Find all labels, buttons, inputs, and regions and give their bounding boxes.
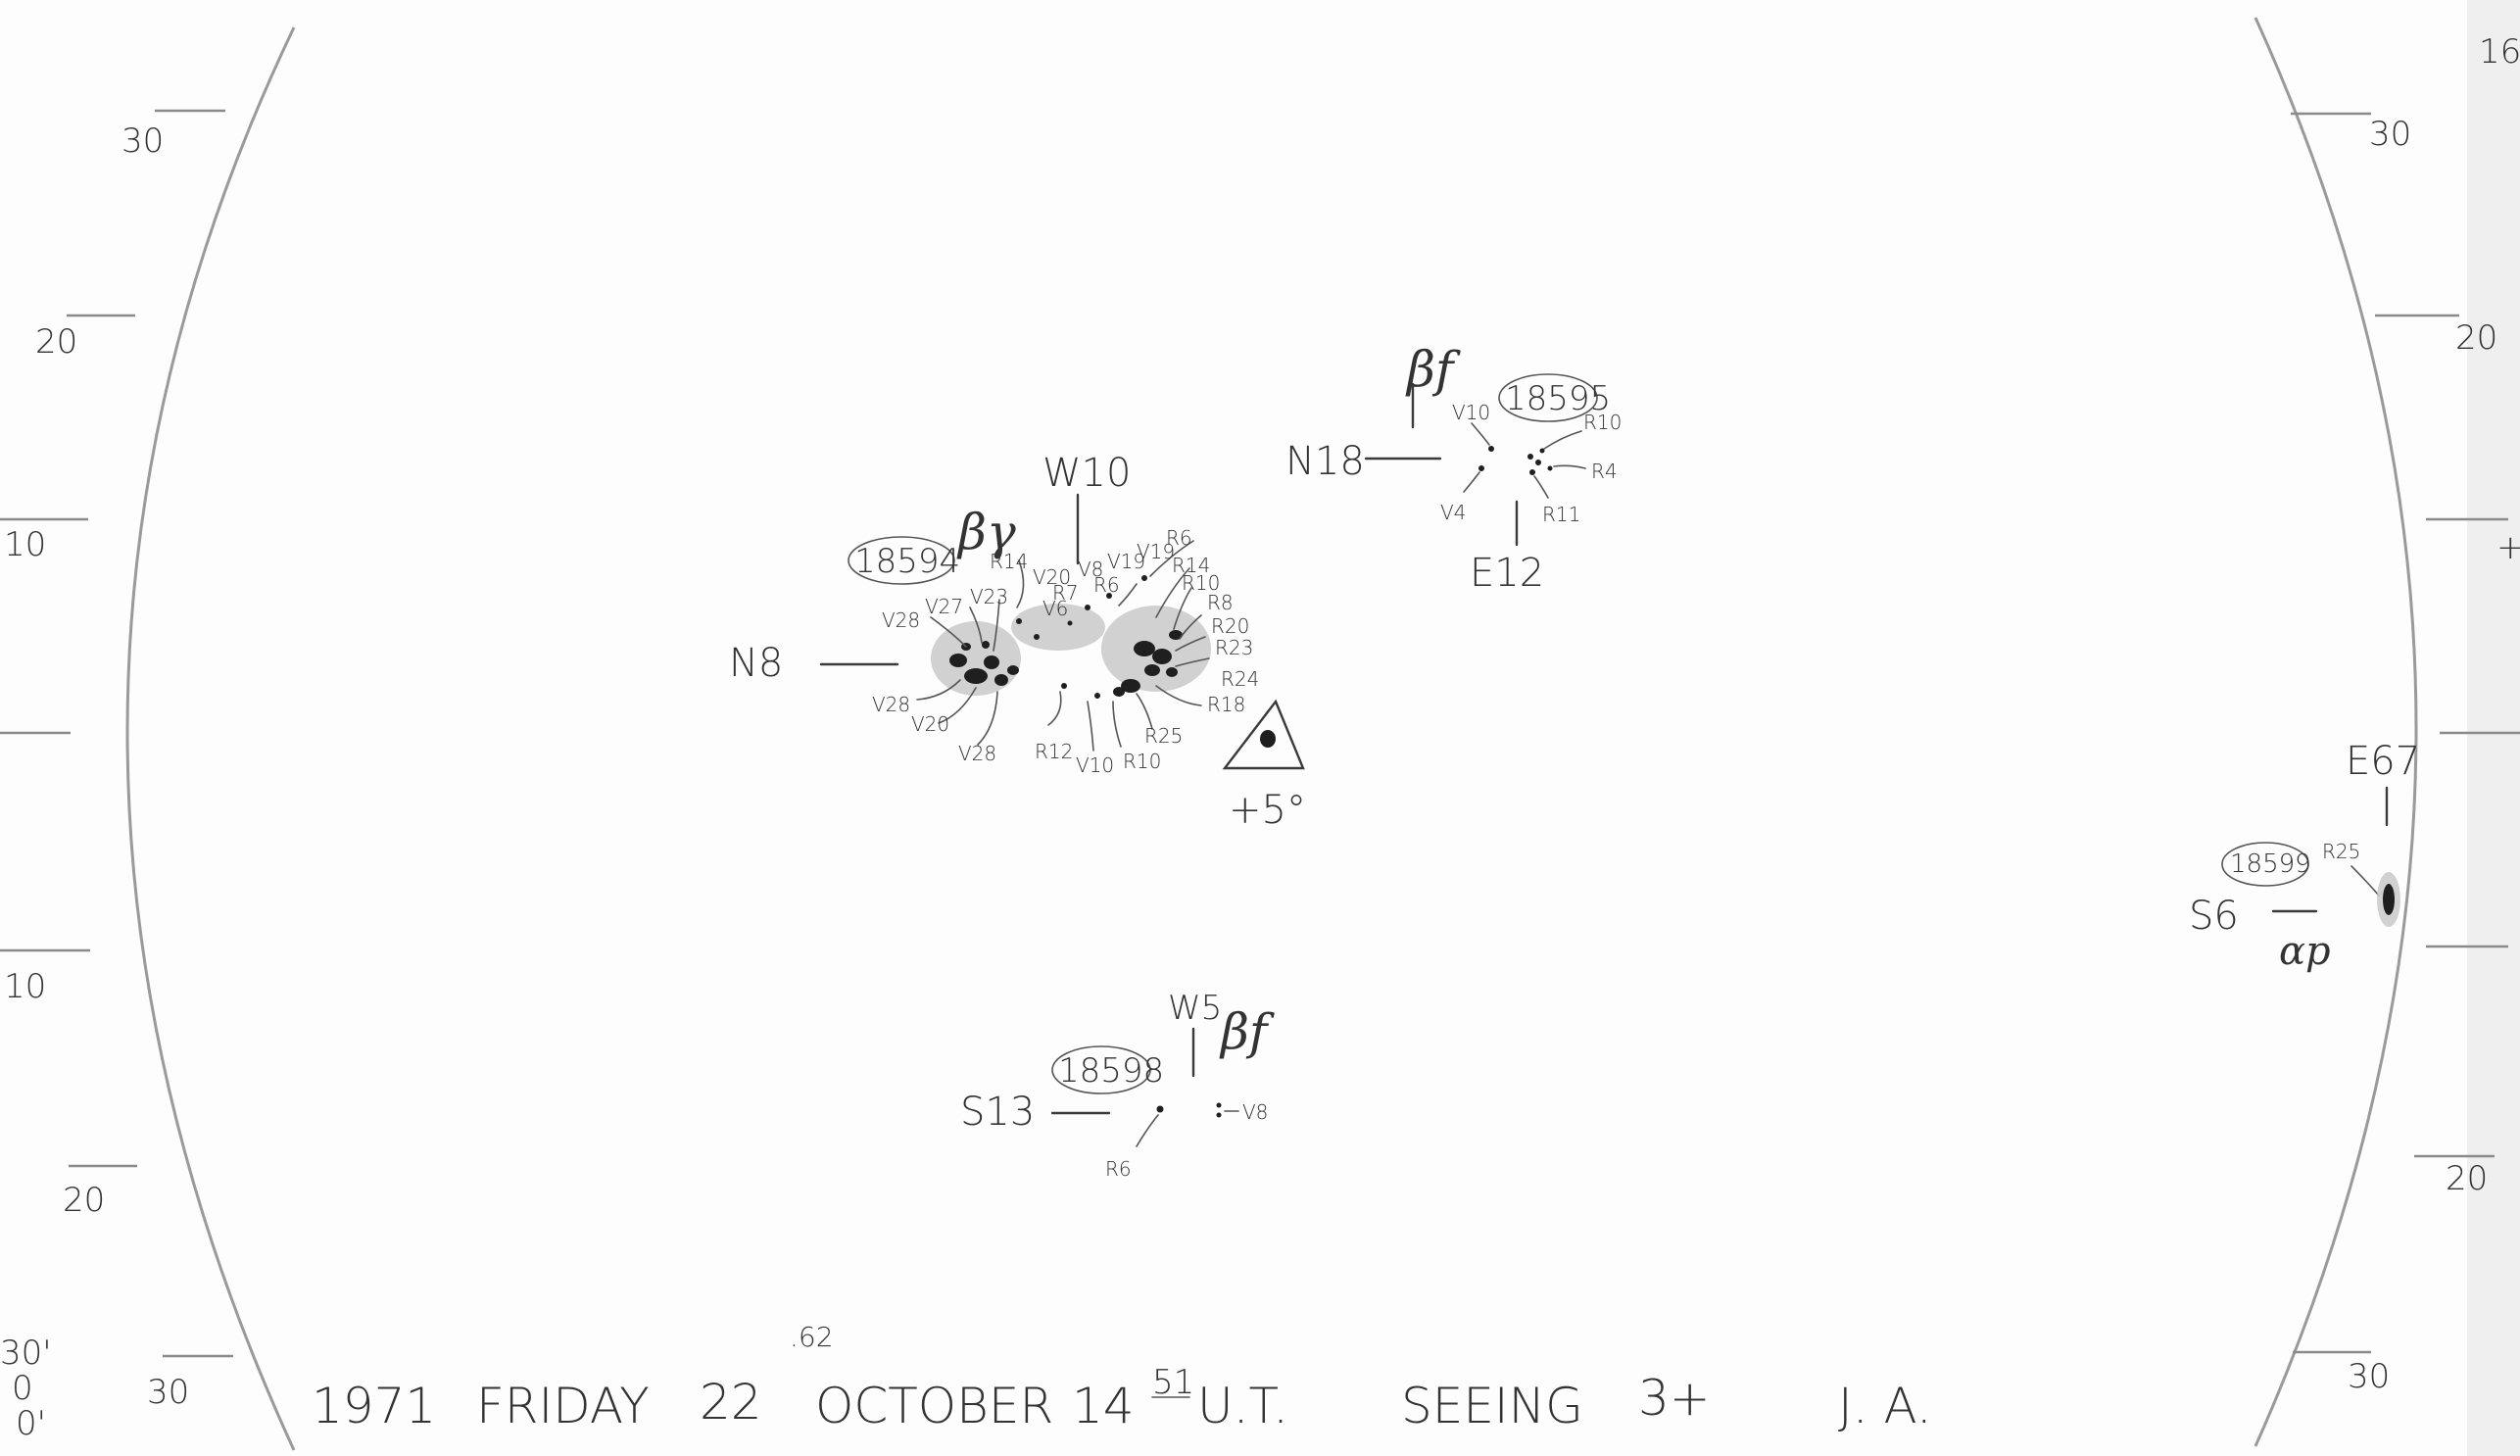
group-number-ring <box>1051 1045 1151 1094</box>
left-scale-label: 20 <box>63 1181 105 1220</box>
group-class: αp <box>2279 929 2331 974</box>
spot-label: R6 <box>1166 526 1192 550</box>
group-number: 18595 <box>1505 379 1611 418</box>
footer-observer: J. A. <box>1838 1378 1932 1434</box>
group-latitude: S6 <box>2189 894 2239 939</box>
left-edge-fragment: 0 <box>12 1369 33 1408</box>
left-edge-fragment: 30' <box>0 1334 52 1373</box>
spot-label: V28 <box>882 608 920 632</box>
spot-label: V19 <box>1137 540 1175 563</box>
group-number: 18598 <box>1058 1051 1164 1091</box>
group-longitude: W5 <box>1168 989 1222 1028</box>
spot-label: V8 <box>1242 1100 1268 1124</box>
spot-label: V28 <box>872 693 910 716</box>
group-longitude: E67 <box>2346 739 2420 784</box>
right-scale-label: 20 <box>2455 318 2497 358</box>
group-longitude: W10 <box>1042 451 1131 496</box>
footer-month: OCTOBER <box>815 1378 1053 1434</box>
group-number: 18599 <box>2230 849 2311 879</box>
spot-label: R10 <box>1182 571 1220 595</box>
left-scale-label: 30 <box>121 121 164 161</box>
group-latitude: N18 <box>1285 439 1365 484</box>
spot-label: V23 <box>970 585 1008 608</box>
spot-label: R20 <box>1211 614 1249 638</box>
footer-day: 22 <box>700 1374 762 1431</box>
spot-label: R4 <box>1591 460 1618 483</box>
right-scale-label: 20 <box>2446 1159 2488 1198</box>
sunspot-group-18598: W5 βf 18598 S13 R6 V8 <box>960 989 1275 1181</box>
footer-year: 1971 <box>312 1378 436 1434</box>
spot-label: V10 <box>1452 401 1490 424</box>
page-edge-shadow <box>2467 0 2520 1456</box>
spot-label: R12 <box>1035 740 1073 763</box>
group-class: βf <box>1405 341 1461 398</box>
left-scale-label: 30 <box>147 1373 189 1412</box>
right-latitude-scale: 30 20 + 20 30 <box>2291 112 2520 1396</box>
spot-label: R7 <box>1052 581 1079 605</box>
left-edge-fragment: 0' <box>16 1404 46 1443</box>
sunspot-group-18595: βf 18595 N18 E12 V10 R10 R4 V4 R11 <box>1285 341 1622 596</box>
group-number-ring <box>848 536 955 585</box>
left-latitude-scale: 30 20 10 10 20 30 30' 0 0' <box>0 109 233 1443</box>
spot-label: R23 <box>1215 636 1253 659</box>
spot-label: V20 <box>1033 565 1071 589</box>
footer-hour: 14 <box>1072 1378 1135 1434</box>
spot-label: V4 <box>1440 501 1466 524</box>
spot-label: V10 <box>1076 753 1114 777</box>
spot-label: R10 <box>1583 411 1622 434</box>
footer-seeing-label: SEEING <box>1401 1378 1583 1434</box>
triangle-annotation: +5° <box>1222 699 1306 833</box>
spot-label: R25 <box>1144 724 1183 748</box>
spot-label: V20 <box>911 712 949 736</box>
footer-seeing-value: 3+ <box>1638 1370 1711 1427</box>
spot-label: V8 <box>1078 558 1103 581</box>
spot-label: V28 <box>958 742 996 765</box>
spot-label: V19 <box>1107 550 1145 573</box>
left-scale-label: 10 <box>4 525 46 564</box>
group-latitude: S13 <box>960 1090 1035 1135</box>
observation-footer: 1971 FRIDAY 22 .62 OCTOBER 14 51 U.T. SE… <box>312 1321 1932 1434</box>
spot-label: R8 <box>1207 591 1234 614</box>
group-number: 18594 <box>854 542 960 581</box>
spot-label: R14 <box>1172 554 1210 577</box>
spot-label: R24 <box>1221 667 1259 691</box>
group-number-ring <box>1498 373 1598 422</box>
spot-label: R6 <box>1105 1157 1132 1181</box>
spot-label: R11 <box>1542 503 1580 526</box>
triangle-label: +5° <box>1229 788 1306 833</box>
spot-label: R25 <box>2322 840 2360 863</box>
group-number-ring <box>2221 842 2309 887</box>
right-scale-label: 30 <box>2369 115 2411 154</box>
spot-label: V27 <box>925 595 963 618</box>
solar-limb-right <box>2253 17 2418 1447</box>
right-scale-label: + <box>2496 528 2520 567</box>
spot-label: R14 <box>990 550 1028 573</box>
left-scale-label: 10 <box>4 967 46 1006</box>
sunspot-group-18594: 18594 βγ W10 N8 <box>729 451 1259 777</box>
right-scale-label: 30 <box>2348 1357 2390 1396</box>
group-latitude: N8 <box>729 641 783 686</box>
footer-weekday: FRIDAY <box>476 1378 650 1434</box>
group-class: βγ <box>956 504 1016 560</box>
spot-label: R6 <box>1093 573 1120 597</box>
footer-day-fraction: .62 <box>790 1321 834 1353</box>
page-number: 16 <box>2479 32 2520 72</box>
group-class: βf <box>1219 1003 1275 1060</box>
spot-label: R18 <box>1207 693 1245 716</box>
footer-minutes: 51 <box>1152 1363 1194 1402</box>
spot-label: V6 <box>1042 597 1068 620</box>
group-longitude: E12 <box>1470 551 1544 596</box>
sunspot-group-18599: E67 18599 R25 S6 αp <box>2189 739 2420 974</box>
left-scale-label: 20 <box>35 322 77 362</box>
spot-label: R10 <box>1123 750 1161 773</box>
footer-time-unit: U.T. <box>1197 1378 1288 1434</box>
solar-limb-left <box>125 26 296 1451</box>
